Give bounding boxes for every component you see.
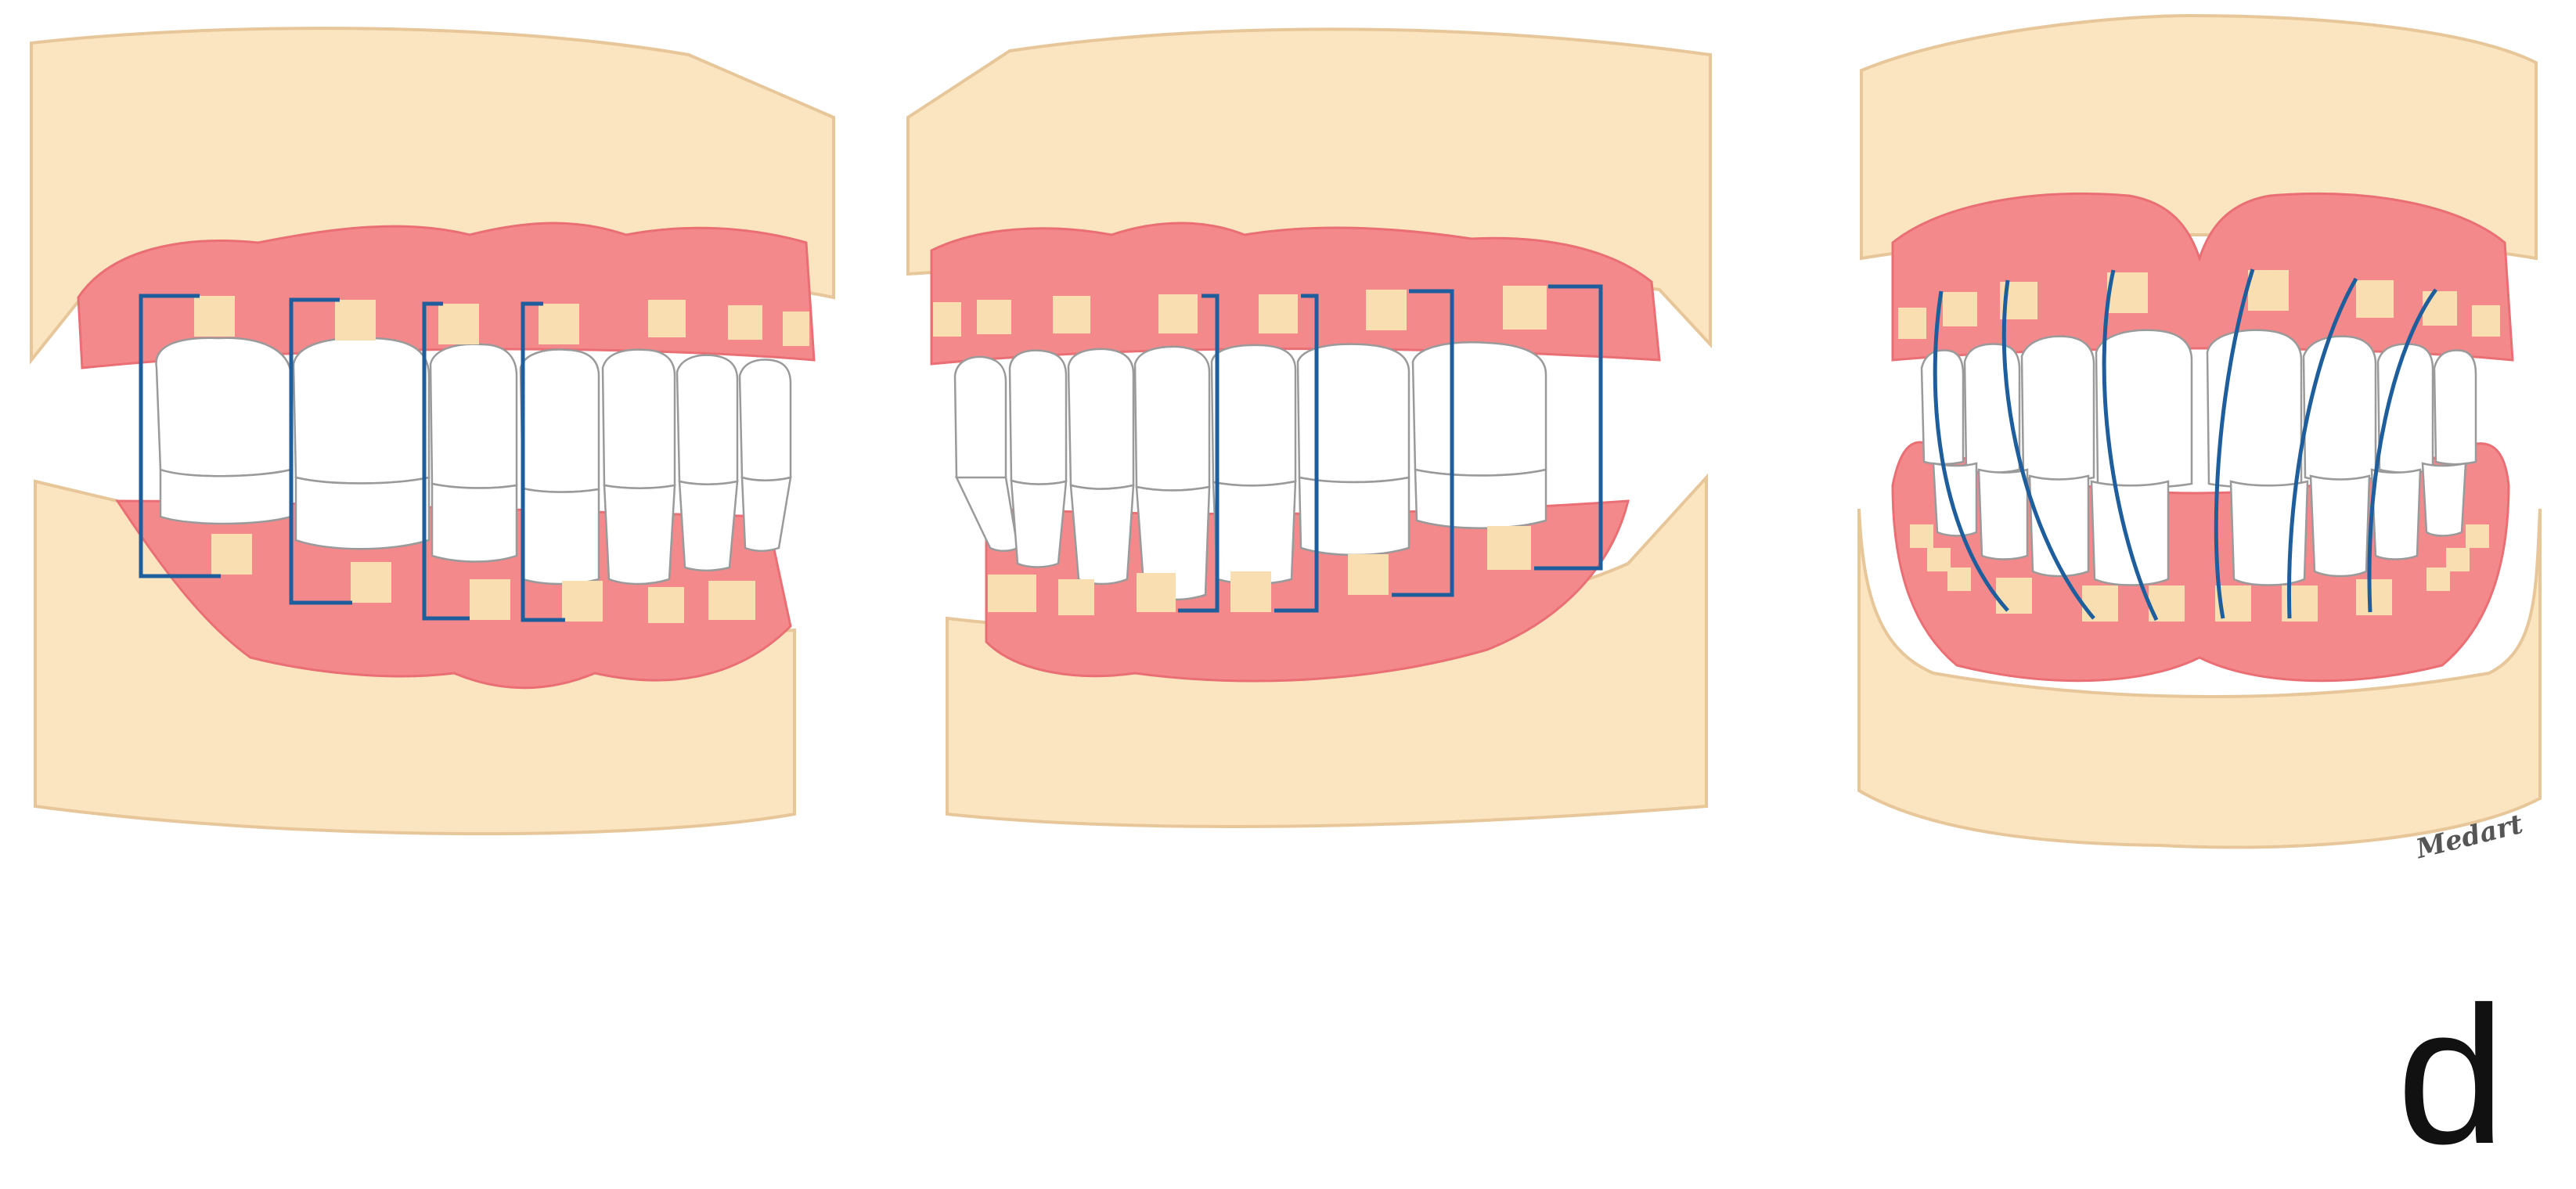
panel-letter: d	[2396, 966, 2506, 1184]
ligature-wires	[1933, 268, 2438, 622]
right-lateral-view	[30, 27, 835, 836]
attachments	[194, 296, 809, 623]
attachments	[933, 286, 1547, 615]
lower-model-base	[1857, 508, 2542, 849]
lower-teeth	[159, 468, 792, 585]
lower-teeth	[1932, 462, 2467, 586]
upper-teeth	[953, 341, 1547, 492]
upper-teeth	[155, 337, 792, 493]
upper-teeth	[1920, 329, 2477, 488]
upper-gingiva	[930, 222, 1661, 366]
ligature-wires	[139, 294, 565, 622]
attachments	[1898, 270, 2500, 622]
frontal-view: Medart	[1857, 13, 2542, 866]
left-lateral-view	[906, 27, 1712, 829]
lower-teeth	[955, 468, 1547, 601]
ligature-wires	[1178, 284, 1603, 613]
